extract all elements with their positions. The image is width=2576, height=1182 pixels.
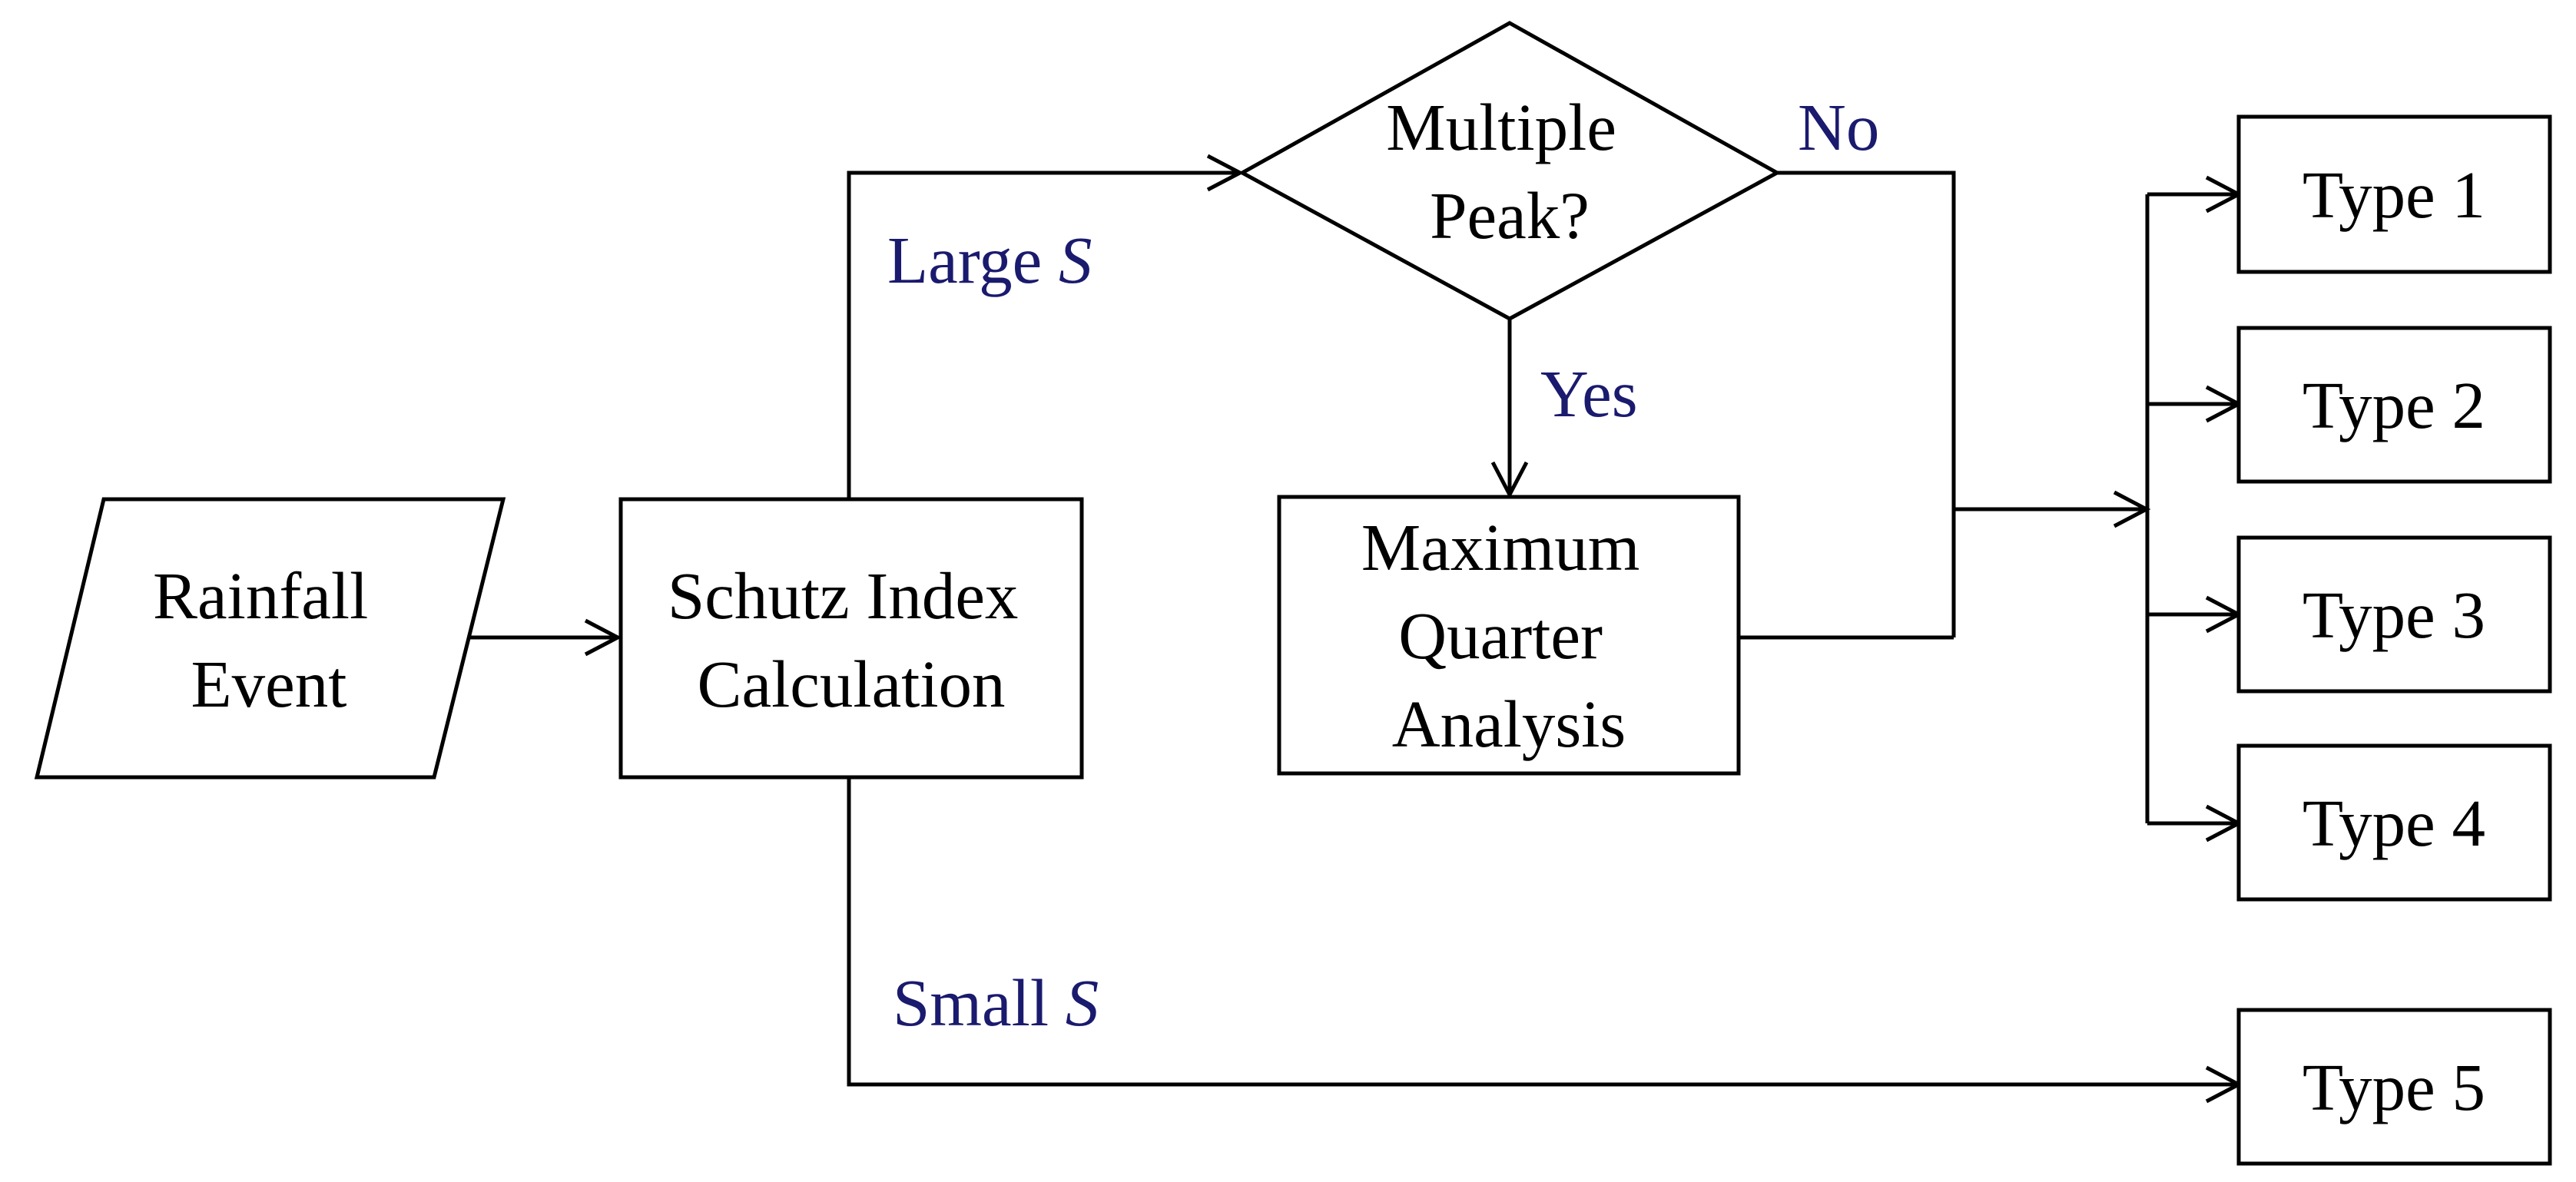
type-3-node: Type 3 <box>2236 535 2552 694</box>
small-s-text: Small <box>893 965 1066 1040</box>
rainfall-event-label: Rainfall Event <box>153 558 385 721</box>
rainfall-event-line-2: Event <box>191 647 347 721</box>
schutz-index-label: Schutz Index Calculation <box>668 558 1035 721</box>
small-s-label: Small S <box>893 965 1099 1040</box>
edge-merge-to-bus <box>1954 490 2151 528</box>
type-2-node: Type 2 <box>2236 326 2552 484</box>
large-s-text: Large <box>887 223 1059 297</box>
type-5-label: Type 5 <box>2302 1050 2485 1124</box>
type-2-label: Type 2 <box>2302 368 2485 442</box>
edge-yes <box>1490 319 1529 499</box>
edge-no <box>1775 171 1956 637</box>
type-1-label: Type 1 <box>2302 157 2485 232</box>
mqa-line-1: Maximum <box>1361 510 1640 584</box>
schutz-index-line-2: Calculation <box>697 647 1005 721</box>
rainfall-event-line-1: Rainfall <box>153 558 368 633</box>
edge-rainfall-to-schutz <box>469 618 622 657</box>
edge-large-s <box>847 154 1245 499</box>
no-label: No <box>1798 90 1879 164</box>
small-s-var: S <box>1066 965 1099 1040</box>
mqa-line-3: Analysis <box>1392 687 1626 761</box>
maximum-quarter-analysis-node: Maximum Quarter Analysis <box>1277 495 1741 776</box>
type-3-label: Type 3 <box>2302 578 2485 652</box>
mqa-line-2: Quarter <box>1398 598 1603 673</box>
large-s-label: Large S <box>887 223 1092 297</box>
edge-small-s <box>847 777 2243 1104</box>
multiple-peak-line-1: Multiple <box>1386 90 1616 164</box>
yes-label: Yes <box>1540 356 1638 431</box>
multiple-peak-line-2: Peak? <box>1430 178 1590 253</box>
schutz-index-node: Schutz Index Calculation <box>618 497 1084 780</box>
schutz-index-line-1: Schutz Index <box>668 558 1019 633</box>
large-s-var: S <box>1059 223 1092 297</box>
type-1-node: Type 1 <box>2236 114 2552 274</box>
type-4-node: Type 4 <box>2236 743 2552 902</box>
multiple-peak-label: Multiple Peak? <box>1386 90 1633 253</box>
edge-bus-to-types <box>2145 175 2243 843</box>
rainfall-event-node: Rainfall Event <box>34 497 506 780</box>
type-4-label: Type 4 <box>2302 786 2485 860</box>
multiple-peak-decision: Multiple Peak? <box>1238 21 1782 321</box>
maximum-quarter-analysis-label: Maximum Quarter Analysis <box>1361 510 1656 761</box>
type-5-node: Type 5 <box>2236 1008 2552 1166</box>
